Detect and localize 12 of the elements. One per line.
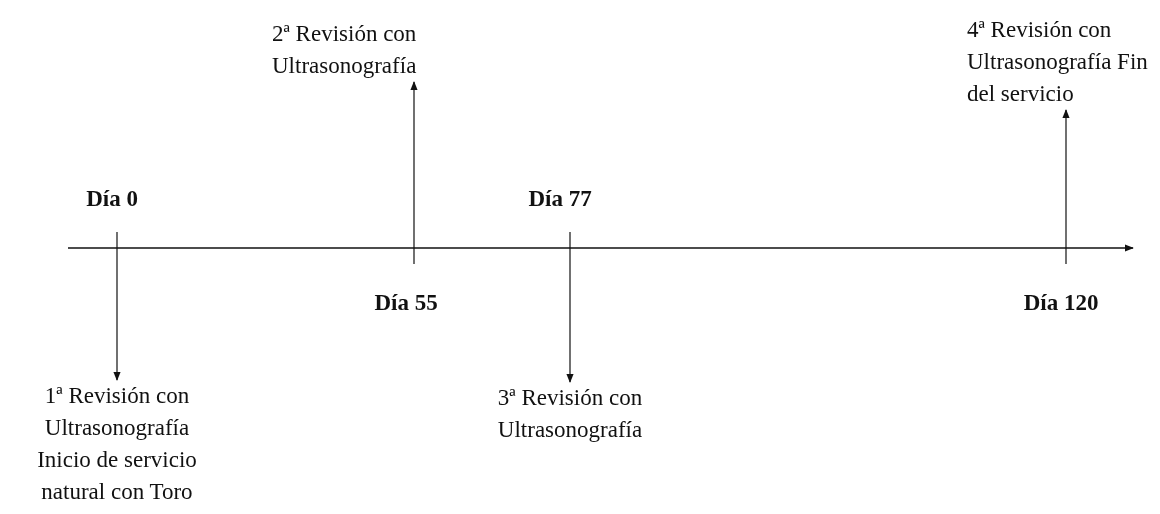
day-label: Día 77 <box>528 186 592 212</box>
day-label: Día 0 <box>86 186 138 212</box>
arrow <box>410 81 418 265</box>
milestone-note: 2ª Revisión con Ultrasonografía <box>272 18 492 82</box>
milestone-note: 1ª Revisión con Ultrasonografía Inicio de servicio natural con Toro <box>17 380 217 508</box>
milestone-note: 3ª Revisión con Ultrasonografía <box>470 382 670 446</box>
arrow <box>566 231 574 383</box>
day-label: Día 55 <box>374 290 438 316</box>
arrow <box>113 231 121 381</box>
day-label: Día 120 <box>1023 290 1099 316</box>
milestone-note: 4ª Revisión con Ultrasonografía Fin del servicio <box>967 14 1159 110</box>
arrow <box>1062 109 1070 265</box>
